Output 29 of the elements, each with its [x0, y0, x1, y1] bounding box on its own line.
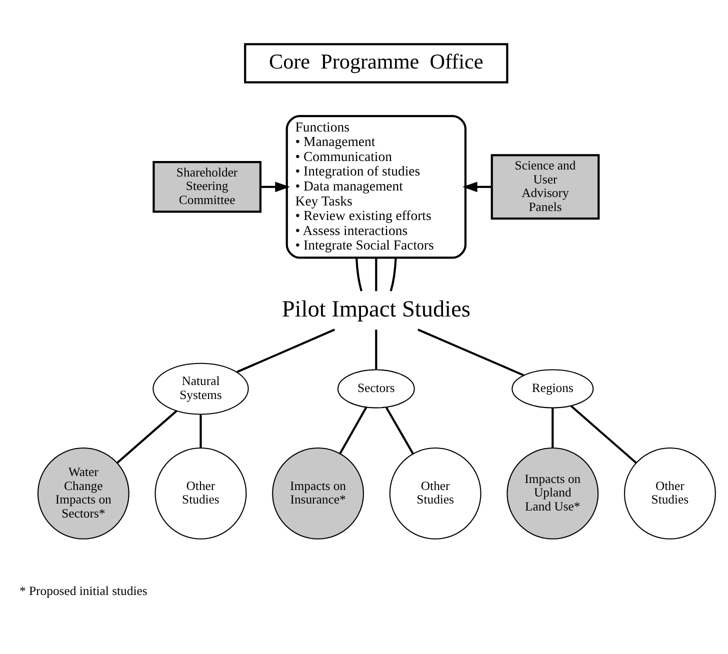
node-text: Pilot Impact Studies: [282, 296, 470, 322]
connector: [390, 257, 397, 291]
node-ellipse: Natural Systems: [152, 362, 249, 414]
connector: [418, 328, 524, 376]
node-ellipse: Sectors: [337, 368, 415, 408]
node-circle: Impacts on Insurance*: [272, 447, 364, 539]
connector: [375, 329, 378, 369]
connector: [339, 406, 368, 454]
label: * Proposed initial studies: [20, 584, 148, 598]
connector: [116, 410, 178, 464]
node-box: Core Programme Office: [244, 42, 508, 83]
node-circle: Other Studies: [154, 447, 247, 539]
connector: [375, 257, 378, 291]
node-circle: Water Change Impacts on Sectors*: [37, 447, 130, 539]
connector: [385, 406, 414, 454]
connector: [552, 408, 554, 448]
connector: [355, 257, 362, 291]
node-box: Functions • Management • Communication • Integration of studies • Data management Key Tasks • Review existing efforts • Assess interactions • Integrate Social Factors: [286, 114, 467, 258]
node-circle: Impacts on Upland Land Use*: [506, 447, 599, 539]
connector: [570, 404, 637, 464]
node-box: Science and User Advisory Panels: [490, 154, 600, 220]
arrow: [260, 181, 290, 192]
arrow: [462, 181, 492, 192]
node-circle: Other Studies: [624, 447, 716, 539]
node-box: Shareholder Steering Committee: [152, 160, 262, 212]
node-ellipse: Regions: [512, 368, 594, 408]
connector: [236, 328, 335, 372]
node-circle: Other Studies: [389, 447, 482, 539]
connector: [200, 414, 202, 448]
